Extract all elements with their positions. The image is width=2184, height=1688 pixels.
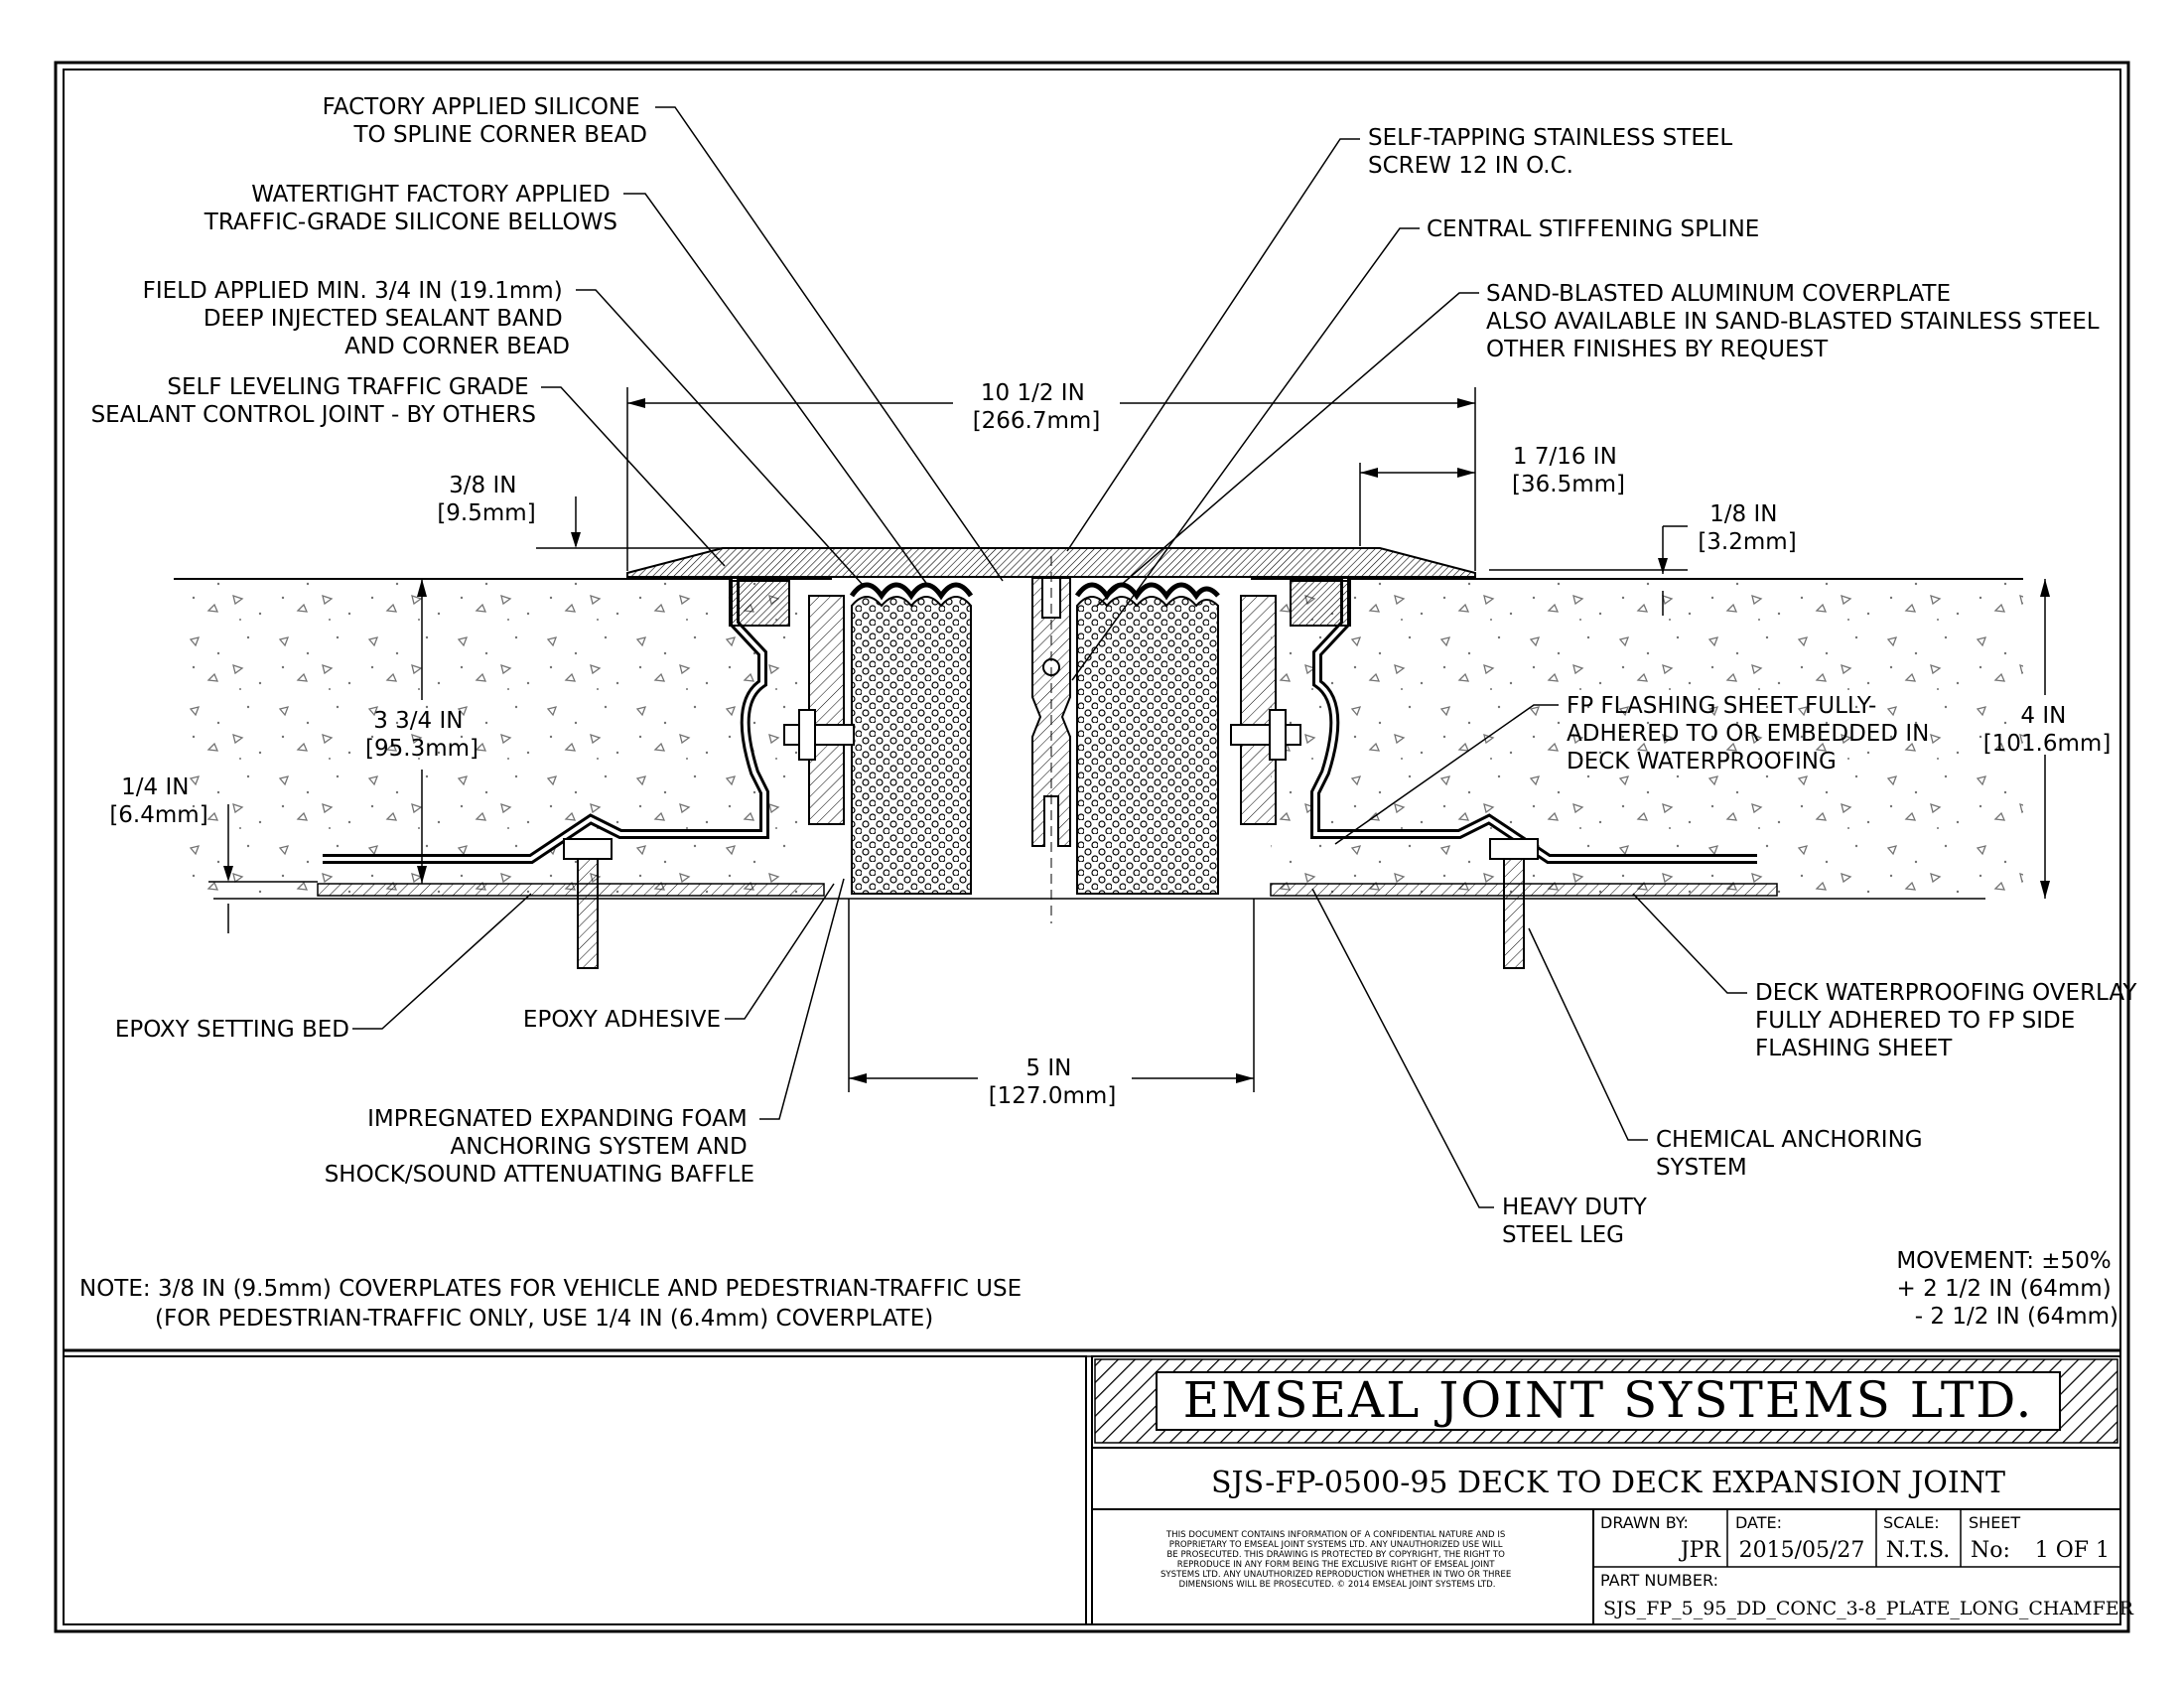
sealant-band-right (1290, 580, 1351, 627)
dim-width-total: 10 1/2 IN [266.7mm] (973, 380, 1101, 434)
label-sealant-band: FIELD APPLIED MIN. 3/4 IN (19.1mm) DEEP … (143, 278, 570, 359)
label-steel-leg: HEAVY DUTY STEEL LEG (1502, 1195, 1654, 1248)
anchor-left (577, 853, 599, 969)
scale-value: N.T.S. (1886, 1538, 1951, 1563)
scale-label: SCALE: (1883, 1513, 1940, 1532)
label-screw: SELF-TAPPING STAINLESS STEEL SCREW 12 IN… (1368, 125, 1740, 179)
anchor-right (1503, 853, 1525, 969)
date-value: 2015/05/27 (1739, 1538, 1865, 1563)
label-bellows: WATERTIGHT FACTORY APPLIED TRAFFIC-GRADE… (204, 182, 617, 235)
dim-depth-total: 4 IN [101.6mm] (1983, 703, 2112, 757)
central-spline (1031, 577, 1071, 847)
label-epoxy-bed: EPOXY SETTING BED (115, 1017, 349, 1043)
part-number-label: PART NUMBER: (1600, 1571, 1718, 1590)
epoxy-bed-right (1270, 883, 1778, 897)
callouts: FACTORY APPLIED SILICONE TO SPLINE CORNE… (91, 94, 2144, 1248)
foam-left (851, 596, 972, 895)
sheet-value: 1 OF 1 (2035, 1538, 2110, 1563)
title-block: EMSEAL JOINT SYSTEMS LTD. SJS-FP-0500-95… (63, 1348, 2134, 1625)
leader-lines (352, 106, 1747, 1208)
label-spline: CENTRAL STIFFENING SPLINE (1427, 216, 1759, 242)
drawn-by-label: DRAWN BY: (1600, 1513, 1689, 1532)
sealant-band-left (729, 580, 790, 627)
label-self-leveling: SELF LEVELING TRAFFIC GRADE SEALANT CONT… (91, 374, 536, 428)
dim-chamfer: 1 7/16 IN [36.5mm] (1512, 444, 1625, 497)
label-epoxy-adhesive: EPOXY ADHESIVE (523, 1007, 721, 1033)
date-label: DATE: (1735, 1513, 1782, 1532)
drawn-by-value: JPR (1679, 1538, 1722, 1563)
outer-border (54, 61, 2130, 1633)
joint-section-drawing (174, 106, 2050, 1208)
dim-recess: 1/8 IN [3.2mm] (1698, 501, 1796, 555)
dim-depth-body: 3 3/4 IN [95.3mm] (365, 708, 478, 762)
company-name: EMSEAL JOINT SYSTEMS LTD. (1183, 1371, 2034, 1429)
label-factory-silicone: FACTORY APPLIED SILICONE TO SPLINE CORNE… (323, 94, 647, 148)
dimension-labels: 10 1/2 IN [266.7mm] 1 7/16 IN [36.5mm] 3… (109, 380, 2111, 1109)
label-coverplate: SAND-BLASTED ALUMINUM COVERPLATE ALSO AV… (1486, 281, 2107, 362)
label-chemical: CHEMICAL ANCHORING SYSTEM (1656, 1127, 1930, 1181)
label-overlay: DECK WATERPROOFING OVERLAY FULLY ADHERED… (1755, 980, 2144, 1061)
disclaimer: THIS DOCUMENT CONTAINS INFORMATION OF A … (1160, 1530, 1514, 1590)
epoxy-bed-left (317, 883, 825, 897)
blank-box (63, 1355, 1087, 1625)
sheet-no-label: No: (1971, 1538, 2010, 1563)
general-note: NOTE: 3/8 IN (9.5mm) COVERPLATES FOR VEH… (79, 1276, 1028, 1332)
part-number-value: SJS_FP_5_95_DD_CONC_3-8_PLATE_LONG_CHAMF… (1603, 1598, 2134, 1619)
sheet-label: SHEET (1969, 1513, 2020, 1532)
dim-bed: 1/4 IN [6.4mm] (109, 774, 207, 828)
movement-spec: MOVEMENT: ±50% + 2 1/2 IN (64mm) - 2 1/2… (1896, 1248, 2118, 1330)
drawing-title: SJS-FP-0500-95 DECK TO DECK EXPANSION JO… (1211, 1466, 2005, 1500)
dim-gap: 5 IN [127.0mm] (989, 1055, 1117, 1109)
foam-right (1076, 596, 1219, 895)
label-foam: IMPREGNATED EXPANDING FOAM ANCHORING SYS… (325, 1106, 754, 1188)
dim-plate-thick: 3/8 IN [9.5mm] (437, 473, 535, 526)
label-flashing: FP FLASHING SHEET FULLY- ADHERED TO OR E… (1567, 693, 1937, 774)
